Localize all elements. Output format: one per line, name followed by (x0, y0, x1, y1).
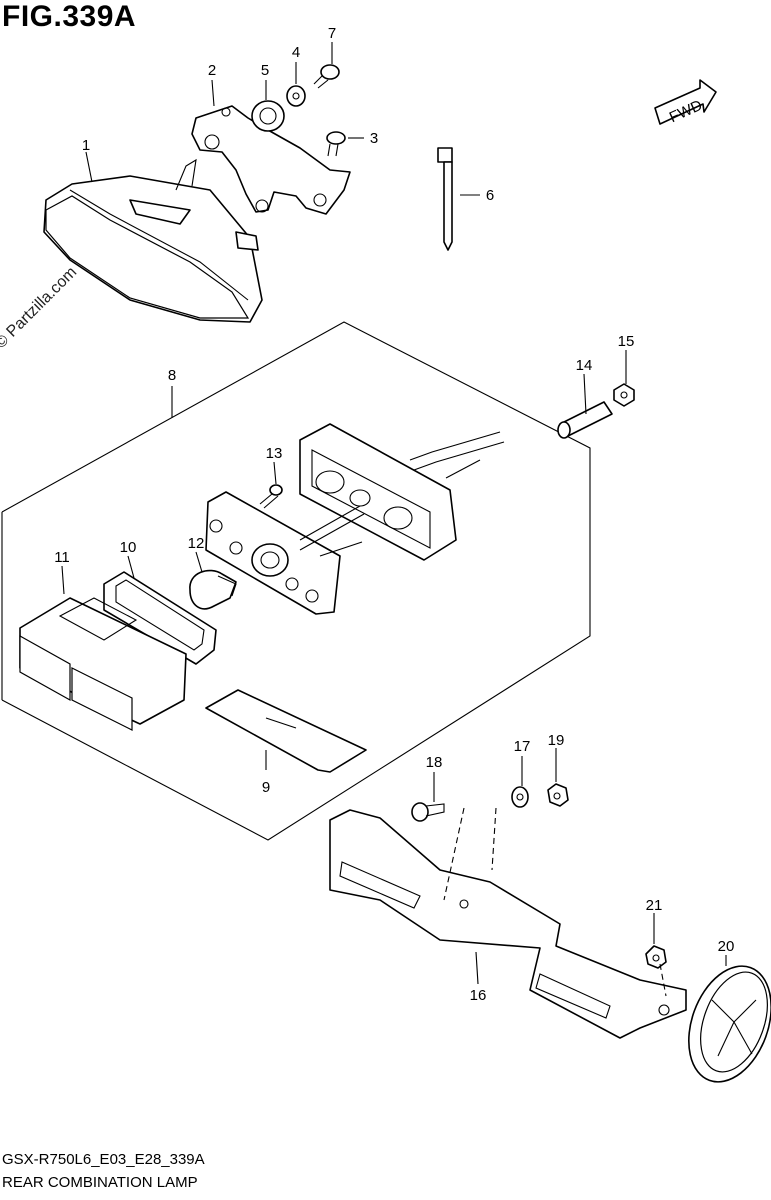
callout-5: 5 (261, 62, 269, 79)
callout-13: 13 (266, 445, 283, 462)
part-11-lens (19, 597, 187, 731)
part-5-grommet (251, 100, 285, 132)
callout-12: 12 (188, 535, 205, 552)
part-19-nut (547, 783, 569, 807)
callout-14: 14 (576, 357, 593, 374)
part-16-license-bracket (329, 809, 687, 1039)
leader-lines (61, 42, 727, 985)
lamp-housing (299, 423, 505, 561)
callout-labels: 1 2 3 4 5 6 7 8 9 10 11 12 13 14 15 16 1… (54, 25, 734, 1004)
callout-20: 20 (718, 938, 735, 955)
callout-8: 8 (168, 367, 176, 384)
part-7-screw (313, 64, 340, 89)
figure-code: GSX-R750L6_E03_E28_339A (2, 1151, 205, 1168)
callout-10: 10 (120, 539, 137, 556)
callout-1: 1 (82, 137, 90, 154)
part-21-nut (645, 945, 667, 969)
part-13-screw (259, 484, 283, 509)
callout-17: 17 (514, 738, 531, 755)
callout-3: 3 (370, 130, 378, 147)
callout-19: 19 (548, 732, 565, 749)
part-20-reflector (688, 965, 771, 1083)
part-2-bracket (191, 105, 351, 215)
callout-16: 16 (470, 987, 487, 1004)
callout-11: 11 (54, 549, 70, 566)
part-9-plate (205, 689, 367, 773)
callout-7: 7 (328, 25, 336, 42)
part-1-tail-lamp (43, 158, 263, 323)
part-15-nut (613, 383, 635, 407)
figure-title: FIG.339A (2, 0, 137, 33)
figure-name: REAR COMBINATION LAMP (2, 1174, 198, 1191)
part-12-bulb (189, 569, 237, 610)
callout-18: 18 (426, 754, 443, 771)
assembly-lines (443, 807, 667, 997)
part-17-washer (511, 786, 529, 808)
callout-15: 15 (618, 333, 635, 350)
callout-9: 9 (262, 779, 270, 796)
part-10-gasket (103, 571, 217, 665)
part-3-screw (326, 131, 346, 157)
part-4-washer (286, 85, 306, 107)
assembly-box-8 (1, 321, 591, 841)
part-18-screw (411, 802, 445, 822)
callout-2: 2 (208, 62, 216, 79)
socket-plate (205, 491, 365, 615)
fwd-arrow-icon: FWD (654, 79, 717, 126)
part-14-collar (557, 401, 613, 439)
callout-6: 6 (486, 187, 494, 204)
callout-4: 4 (292, 44, 300, 61)
part-6-cable-tie (437, 147, 453, 251)
callout-21: 21 (646, 897, 663, 914)
